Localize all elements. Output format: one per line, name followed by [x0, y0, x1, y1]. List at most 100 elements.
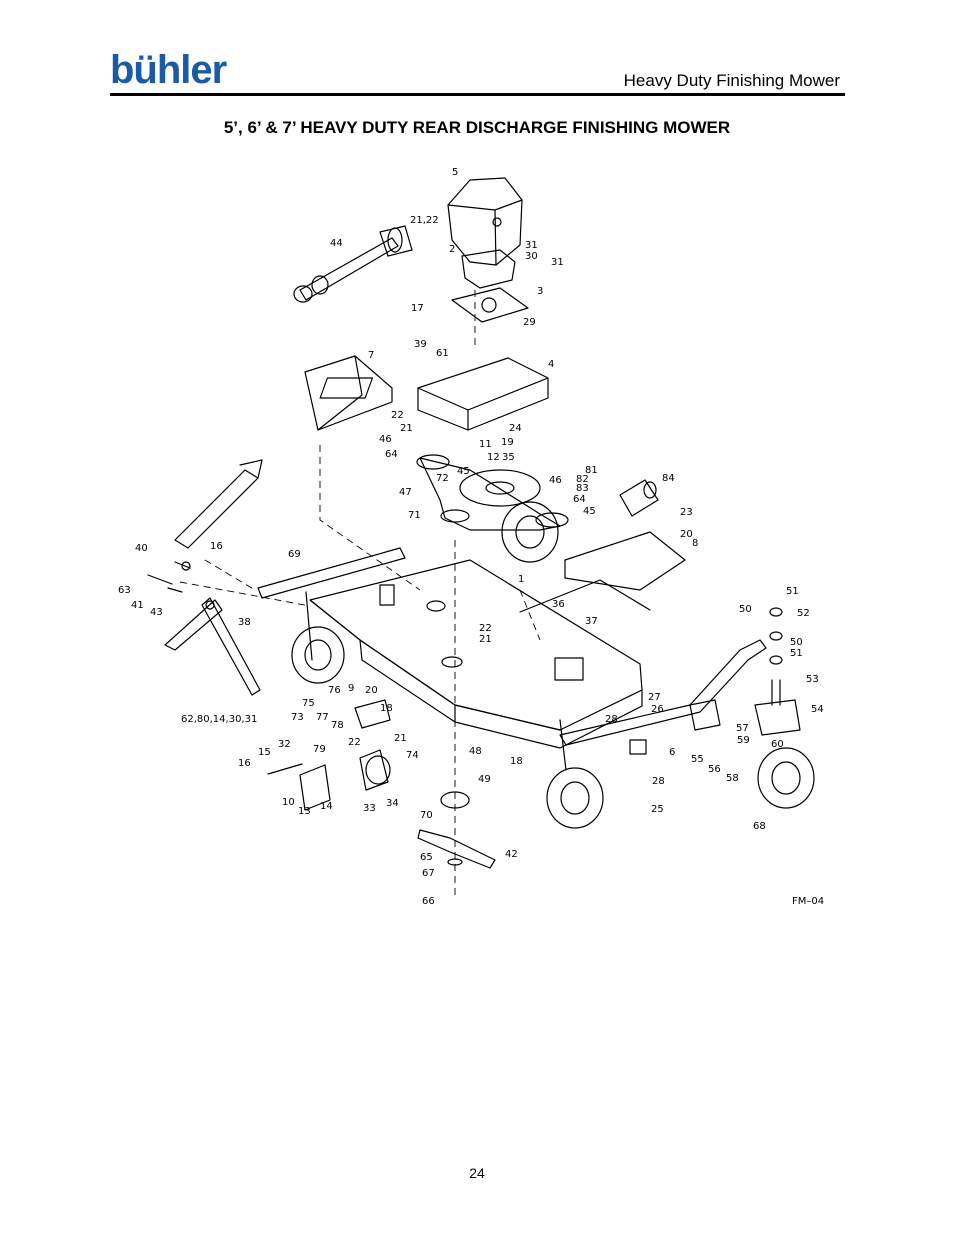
- callout: 24: [509, 423, 522, 434]
- callout: 11: [479, 439, 492, 450]
- callout: 21: [394, 733, 407, 744]
- callout: 45: [457, 466, 470, 477]
- callout: 21: [400, 423, 413, 434]
- callout: 57: [736, 723, 749, 734]
- pto-driveline: [293, 225, 413, 303]
- diagram-callouts: 5 21,22 44 2 31 30 31 3 17 29 39 61 7 4 …: [118, 167, 824, 907]
- gearbox-housing: [447, 177, 523, 266]
- callout: 13: [298, 806, 311, 817]
- callout: 48: [469, 746, 482, 757]
- callout: 66: [422, 896, 435, 907]
- callout: 20: [365, 685, 378, 696]
- callout: 69: [288, 549, 301, 560]
- callout: 49: [478, 774, 491, 785]
- buhler-logo: bühler: [110, 48, 227, 92]
- callout: 65: [420, 852, 433, 863]
- callout: 23: [680, 507, 693, 518]
- callout: 5: [452, 167, 458, 178]
- callout: 81: [585, 465, 598, 476]
- callout: 78: [331, 720, 344, 731]
- callout: 64: [385, 449, 398, 460]
- callout: 75: [302, 698, 315, 709]
- callout: 2: [449, 244, 455, 255]
- front-left-caster-wheel: [291, 591, 345, 684]
- callout: 74: [406, 750, 419, 761]
- callout: 18: [380, 703, 393, 714]
- callout: 55: [691, 754, 704, 765]
- callout: 46: [379, 434, 392, 445]
- callout: 32: [278, 739, 291, 750]
- callout: 39: [414, 339, 427, 350]
- mower-deck: [309, 559, 651, 749]
- callout: 83: [576, 483, 589, 494]
- callout: 59: [737, 735, 750, 746]
- rear-frame-arm: [559, 639, 767, 755]
- callout: 21,22: [410, 215, 439, 226]
- callout: 51: [786, 586, 799, 597]
- callout: 50: [739, 604, 752, 615]
- drawing-id: FM–04: [792, 896, 824, 907]
- callout: 70: [420, 810, 433, 821]
- callout: 18: [510, 756, 523, 767]
- callout: 40: [135, 543, 148, 554]
- deck-spindles: [379, 584, 584, 681]
- belt-shield-left: [304, 355, 393, 431]
- callout: 41: [131, 600, 144, 611]
- callout: 22: [348, 737, 361, 748]
- callout: 30: [525, 251, 538, 262]
- callout: 25: [651, 804, 664, 815]
- callout: 14: [320, 801, 333, 812]
- callout: 33: [363, 803, 376, 814]
- callout: 61: [436, 348, 449, 359]
- link-assembly: [267, 699, 391, 811]
- rear-center-wheel: [501, 501, 559, 563]
- callout: 15: [258, 747, 271, 758]
- callout: 72: [436, 473, 449, 484]
- assembly-centerlines: [179, 290, 541, 900]
- callout: 7: [368, 350, 374, 361]
- belt-shield-right: [564, 531, 686, 591]
- callout: 16: [238, 758, 251, 769]
- right-caster-assembly: [754, 607, 815, 809]
- callout: 28: [605, 714, 618, 725]
- callout: 29: [523, 317, 536, 328]
- callout: 12: [487, 452, 500, 463]
- callout: 28: [652, 776, 665, 787]
- callout: 1: [518, 574, 524, 585]
- section-title: 5’, 6’ & 7’ HEAVY DUTY REAR DISCHARGE FI…: [223, 118, 731, 137]
- callout: 38: [238, 617, 251, 628]
- callout: 45: [583, 506, 596, 517]
- callout: 21: [479, 634, 492, 645]
- callout: 68: [753, 821, 766, 832]
- callout: 46: [549, 475, 562, 486]
- callout: 73: [291, 712, 304, 723]
- callout: 20: [680, 529, 693, 540]
- callout: 84: [662, 473, 675, 484]
- callout: 82: [576, 474, 589, 485]
- callout: 4: [548, 359, 554, 370]
- callout: 60: [771, 739, 784, 750]
- callout: 31: [551, 257, 564, 268]
- page-number: 24: [469, 1165, 485, 1181]
- callout: 35: [502, 452, 515, 463]
- callout: 37: [585, 616, 598, 627]
- hitch-arm: [174, 459, 263, 549]
- hitch-pins: [147, 561, 191, 593]
- callout: 52: [797, 608, 810, 619]
- callout: 67: [422, 868, 435, 879]
- callout: 17: [411, 303, 424, 314]
- callout: 8: [692, 538, 698, 549]
- callout: 22: [391, 410, 404, 421]
- a-frame-hitch: [164, 597, 261, 696]
- callout: 34: [386, 798, 399, 809]
- header-rule: [110, 93, 845, 96]
- callout: 51: [790, 648, 803, 659]
- callout: 31: [525, 240, 538, 251]
- gearbox-body: [451, 249, 529, 323]
- callout: 53: [806, 674, 819, 685]
- callout: 42: [505, 849, 518, 860]
- callout: 47: [399, 487, 412, 498]
- rear-caster-wheel: [546, 719, 604, 829]
- callout: 6: [669, 747, 675, 758]
